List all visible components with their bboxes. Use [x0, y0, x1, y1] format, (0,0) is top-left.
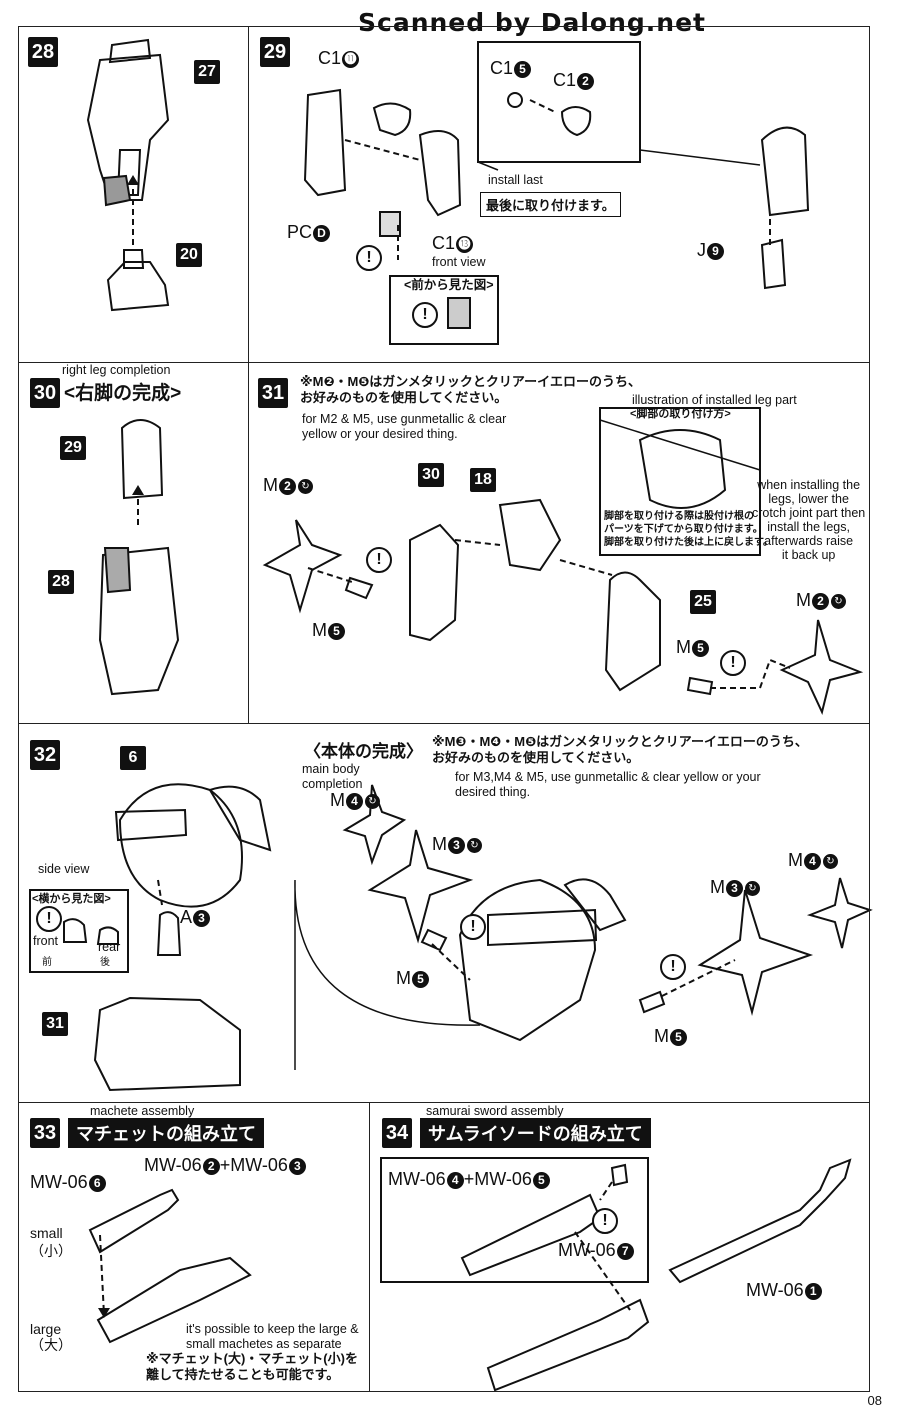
step-31-en-note: for M2 & M5, use gunmetallic & clear yel…: [302, 412, 507, 441]
caution-icon: !: [356, 245, 382, 271]
step-33-jp-title: マチェットの組み立て: [68, 1118, 264, 1148]
side-en-note: when installing the legs, lower the crot…: [752, 478, 866, 562]
step-33-en-note: it's possible to keep the large & small …: [186, 1322, 359, 1351]
side-view-jp: <横から見た図>: [32, 893, 111, 905]
rear-en: rear: [98, 940, 121, 954]
front-view-en: front view: [432, 255, 486, 269]
part-18-label: 18: [470, 468, 496, 492]
small-jp: （小）: [30, 1243, 72, 1259]
step-31-number: 31: [258, 378, 288, 408]
small-en: small: [30, 1225, 63, 1241]
step-31-jp-note: ※M❷・M❺はガンメタリックとクリアーイエローのうち、 お好みのものを使用してく…: [300, 374, 642, 405]
step-34-number: 34: [382, 1118, 412, 1148]
step-32-jp-title: 〈本体の完成〉: [304, 742, 423, 761]
step-33-jp-note: ※マチェット(大)・マチェット(小)を 離して持たせることも可能です。: [146, 1351, 358, 1382]
front-jp: 前: [42, 957, 52, 968]
step-32-number: 32: [30, 740, 60, 770]
caution-icon: !: [660, 954, 686, 980]
step-30-jp-title: <右脚の完成>: [64, 383, 182, 404]
caution-icon: !: [720, 650, 746, 676]
caution-icon: !: [592, 1208, 618, 1234]
inset-jp-note: 脚部を取り付ける際は股付け根の パーツを下げてから取り付けます。 脚部を取り付け…: [604, 511, 773, 548]
step-28-number: 28: [28, 37, 58, 67]
part-27-label: 27: [194, 60, 220, 84]
side-view-en: side view: [38, 862, 90, 876]
part-6-label: 6: [120, 746, 146, 770]
panel-step-34: [369, 1102, 870, 1392]
step-30-en-title: right leg completion: [62, 363, 171, 377]
step-32-jp-note: ※M❸・M❹・M❺はガンメタリックとクリアーイエローのうち、 お好みのものを使用…: [432, 734, 808, 765]
part-28-label: 28: [48, 570, 74, 594]
caution-icon: !: [36, 906, 62, 932]
step-29-number: 29: [260, 37, 290, 67]
part-30-label: 30: [418, 463, 444, 487]
step-33-en-title: machete assembly: [90, 1104, 195, 1118]
large-en: large: [30, 1321, 62, 1337]
step-32-en-note: for M3,M4 & M5, use gunmetallic & clear …: [455, 770, 761, 799]
part-25-label: 25: [690, 590, 716, 614]
step-34-en-title: samurai sword assembly: [426, 1104, 564, 1118]
watermark: Scanned by Dalong.net: [358, 8, 707, 37]
part-29-label: 29: [60, 436, 86, 460]
caution-icon: !: [366, 547, 392, 573]
rear-jp: 後: [100, 957, 110, 968]
illustration-en: illustration of installed leg part: [632, 393, 797, 407]
step-33-number: 33: [30, 1118, 60, 1148]
caution-icon: !: [412, 302, 438, 328]
page-number: 08: [867, 1393, 882, 1408]
panel-step-30: [18, 362, 249, 724]
step-32-en-title: main body completion: [302, 762, 363, 791]
front-view-jp: <前から見た図>: [404, 278, 494, 292]
part-31-label: 31: [42, 1012, 68, 1036]
caution-icon: !: [460, 914, 486, 940]
step-34-jp-title: サムライソードの組み立て: [420, 1118, 651, 1148]
illustration-jp: <脚部の取り付け方>: [630, 408, 731, 420]
install-last-jp: 最後に取り付けます。: [480, 192, 621, 217]
install-last-en: install last: [488, 173, 543, 187]
part-20-label: 20: [176, 243, 202, 267]
step-30-number: 30: [30, 378, 60, 408]
large-jp: （大）: [30, 1337, 72, 1353]
front-en: front: [33, 934, 59, 948]
